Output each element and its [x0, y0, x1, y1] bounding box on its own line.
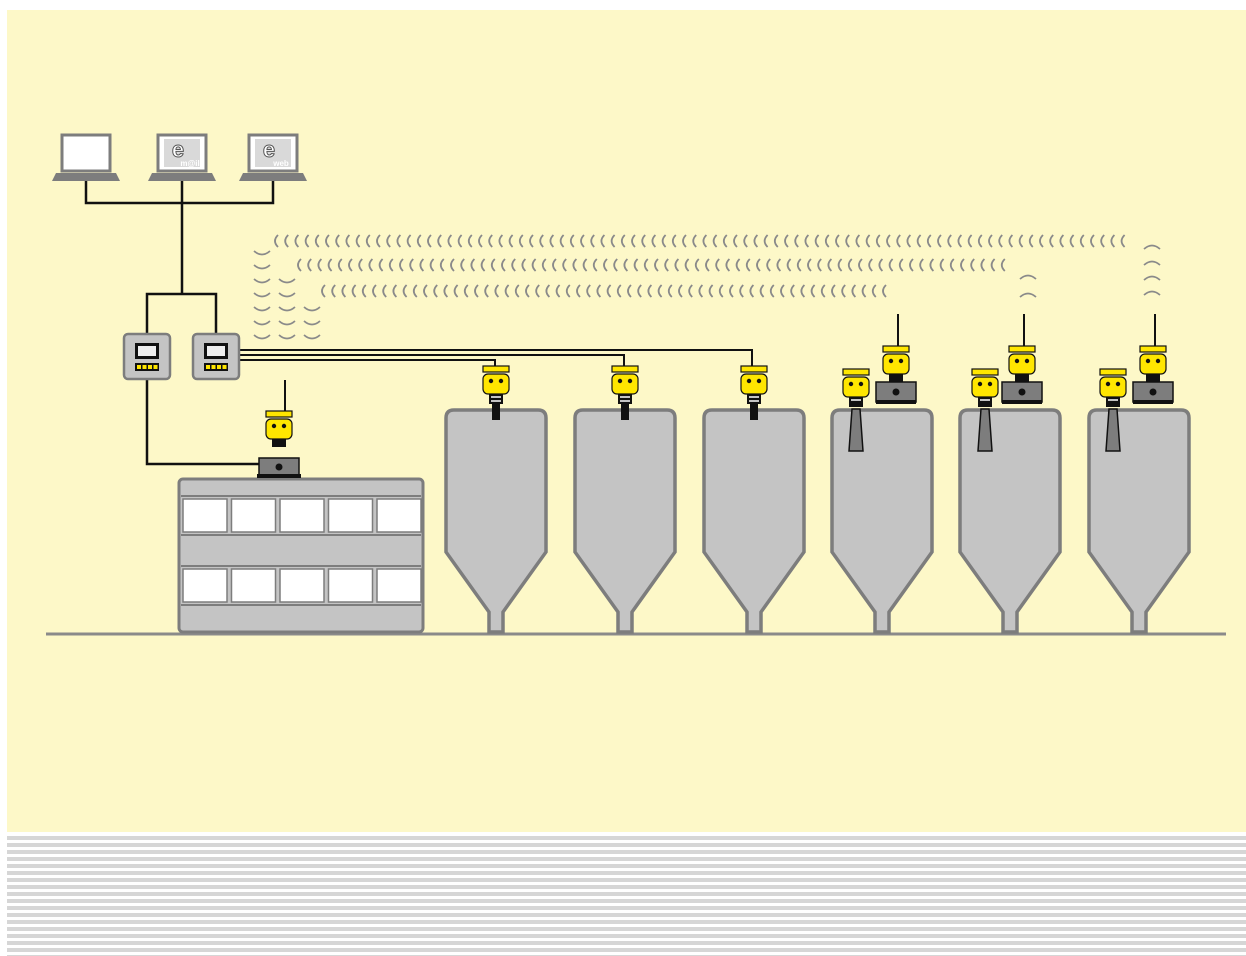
radio-wave-icon — [1019, 274, 1037, 298]
tank-window — [279, 568, 325, 603]
silo-icon — [702, 408, 806, 634]
radio-wave-icon — [253, 250, 271, 340]
tank-window — [376, 498, 422, 533]
bus-cabling — [238, 349, 753, 368]
radio-wave-icon — [278, 278, 296, 340]
silo-icon — [958, 408, 1062, 634]
radio-wave-icon — [297, 258, 1006, 272]
level-sensor-icon[interactable] — [611, 365, 639, 420]
tank-window — [182, 498, 228, 533]
wireless-sensor-icon[interactable] — [1001, 314, 1043, 404]
laptop-web-brand: e — [263, 137, 275, 162]
laptop-mail-label: m@il — [180, 159, 199, 168]
radio-wave-icon — [321, 284, 887, 298]
tank-window — [327, 498, 374, 533]
tank-window — [279, 498, 325, 533]
tank-icon — [177, 477, 425, 634]
controller-icon[interactable] — [191, 332, 241, 381]
laptop-group: e m@il e web — [52, 133, 307, 181]
sensor-group — [257, 314, 1174, 478]
level-sensor-icon[interactable] — [740, 365, 768, 420]
radio-wave-icon — [274, 234, 1126, 248]
laptop-web-label: web — [272, 159, 289, 168]
laptop-mail-brand: e — [172, 137, 184, 162]
wireless-sensor-icon[interactable] — [1132, 314, 1174, 404]
silo-icon — [573, 408, 677, 634]
controller-icon[interactable] — [122, 332, 172, 381]
silo-group — [444, 408, 1191, 634]
laptop-mail-icon[interactable]: e m@il — [148, 133, 216, 181]
radar-sensor-icon[interactable] — [1099, 368, 1127, 452]
tank-window — [230, 568, 277, 603]
wireless-sensor-icon[interactable] — [257, 380, 301, 478]
laptop-icon[interactable] — [52, 133, 120, 181]
network-cabling — [84, 181, 275, 466]
radio-wave-group — [253, 234, 1161, 340]
tank-window — [182, 568, 228, 603]
radar-sensor-icon[interactable] — [842, 368, 870, 452]
laptop-web-icon[interactable]: e web — [239, 133, 307, 181]
level-sensor-icon[interactable] — [482, 365, 510, 420]
radio-wave-icon — [303, 306, 321, 340]
silo-icon — [444, 408, 548, 634]
tank-window — [376, 568, 422, 603]
radio-wave-icon — [1143, 244, 1161, 296]
silo-icon — [1087, 408, 1191, 634]
tank-window — [230, 498, 277, 533]
wireless-sensor-icon[interactable] — [875, 314, 917, 404]
tank-window — [327, 568, 374, 603]
footer-stripes — [7, 836, 1246, 956]
radar-sensor-icon[interactable] — [971, 368, 999, 452]
silo-icon — [830, 408, 934, 634]
